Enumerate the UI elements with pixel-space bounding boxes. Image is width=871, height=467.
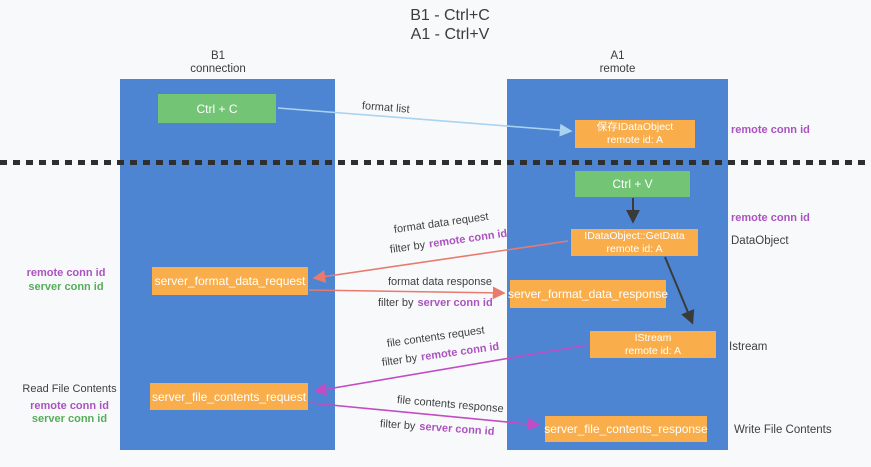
lane-header-a1: A1 remote xyxy=(507,50,728,76)
side-label-remote-conn-id-mid: remote conn id xyxy=(731,212,810,224)
node-server-file-contents-response: server_file_contents_response xyxy=(544,416,708,442)
title-line-b1: B1 - Ctrl+C xyxy=(410,7,490,24)
server-conn-id-label: server conn id xyxy=(31,413,108,425)
filter-by-text: filter by xyxy=(379,418,416,433)
remote-conn-id-label: remote conn id xyxy=(26,267,106,279)
node-ctrl-c: Ctrl + C xyxy=(158,94,276,123)
node-istream: IStream remote id: A xyxy=(590,331,716,358)
node-server-format-data-response: server_format_data_response xyxy=(507,280,669,308)
lane-a1-title: A1 xyxy=(610,50,625,62)
arrow-format-data-request xyxy=(312,240,569,283)
filter-by-text: filter by xyxy=(378,297,414,309)
node-server-file-contents-request-label: server_file_contents_request xyxy=(151,389,307,404)
side-label-read-file-contents-block: Read File Contents remote conn id server… xyxy=(22,383,117,427)
node-server-format-data-request: server_format_data_request xyxy=(152,267,308,295)
node-server-format-data-response-label: server_format_data_response xyxy=(507,287,669,301)
side-label-remote-conn-id-top: remote conn id xyxy=(731,124,810,136)
node-istream-line1: IStream xyxy=(634,331,672,344)
node-ctrl-c-label: Ctrl + C xyxy=(196,101,238,116)
lane-a1-subtitle: remote xyxy=(599,63,636,75)
server-conn-id-text: server conn id xyxy=(417,297,493,309)
side-label-dataobject: DataObject xyxy=(731,235,789,247)
server-conn-id-label: server conn id xyxy=(28,280,104,293)
node-ctrl-v-label: Ctrl + V xyxy=(612,177,653,191)
label-format-data-response: format data response xyxy=(388,276,492,288)
lane-b1-title: B1 xyxy=(210,50,226,62)
node-save-idataobject-line2: remote id: A xyxy=(606,134,664,146)
node-istream-line2: remote id: A xyxy=(624,344,682,357)
node-server-format-data-request-label: server_format_data_request xyxy=(154,274,306,288)
arrow-format-data-response xyxy=(308,286,506,300)
node-getdata-line1: IDataObject::GetData xyxy=(584,229,685,242)
lane-b1-subtitle: connection xyxy=(190,63,246,75)
node-server-file-contents-request: server_file_contents_request xyxy=(150,383,308,410)
read-file-contents-label: Read File Contents xyxy=(22,383,117,395)
arrow-file-contents-response xyxy=(309,402,541,431)
node-ctrl-v: Ctrl + V xyxy=(575,171,690,197)
node-getdata-line2: remote id: A xyxy=(606,242,663,255)
diagram-title: B1 - Ctrl+C A1 - Ctrl+V xyxy=(300,6,600,44)
side-label-write-file-contents: Write File Contents xyxy=(734,424,832,436)
node-idataobject-getdata: IDataObject::GetData remote id: A xyxy=(571,229,698,256)
arrow-getdata-to-istream xyxy=(664,256,695,325)
clipboard-boundary-dashed-line xyxy=(0,160,871,165)
remote-conn-id-label: remote conn id xyxy=(30,399,109,412)
arrow-format-list xyxy=(277,107,573,137)
node-save-idataobject: 保存IDataObject remote id: A xyxy=(575,120,695,148)
node-server-file-contents-response-label: server_file_contents_response xyxy=(544,422,708,436)
lane-header-b1: B1 connection xyxy=(118,50,318,76)
arrow-file-contents-request xyxy=(313,344,588,396)
side-label-conn-ids-format: remote conn id server conn id xyxy=(25,267,107,294)
side-label-istream: Istream xyxy=(729,341,768,353)
node-save-idataobject-line1: 保存IDataObject xyxy=(596,121,674,133)
title-line-a1: A1 - Ctrl+V xyxy=(410,26,490,43)
